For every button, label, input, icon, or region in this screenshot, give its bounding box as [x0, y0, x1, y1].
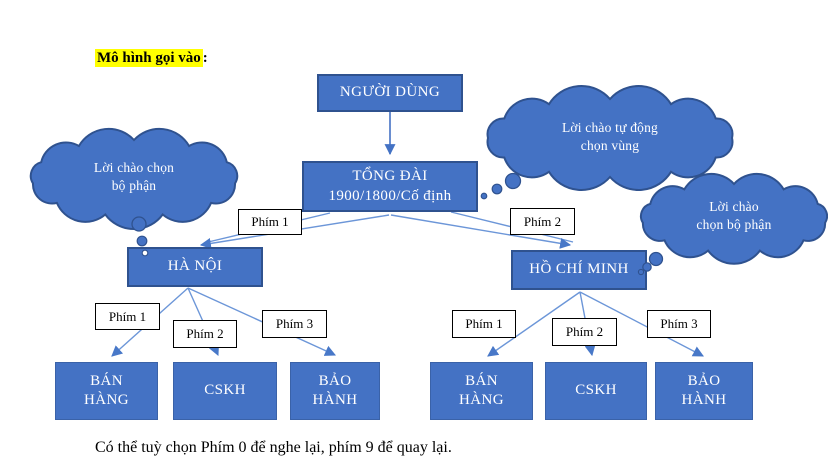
arrow-hochiminh-to-warranty: [579, 291, 704, 357]
node-warranty-hochiminh: BẢO HÀNH: [655, 362, 753, 420]
node-sales-hanoi: BÁN HÀNG: [55, 362, 158, 420]
cloud-caption-left: Lời chào chọn bộ phận: [93, 160, 175, 193]
key-label-left-3: Phím 3: [262, 310, 327, 338]
arrow-hanoi-to-warranty: [187, 287, 337, 356]
footnote: Có thể tuỳ chọn Phím 0 để nghe lại, phím…: [95, 439, 452, 456]
node-hanoi: HÀ NỘI: [127, 247, 263, 287]
node-hochiminh: HỒ CHÍ MINH: [511, 250, 647, 290]
key-label-right-3: Phím 3: [647, 310, 711, 338]
key-label-left-2: Phím 2: [173, 320, 237, 348]
node-switchboard: TỔNG ĐÀI 1900/1800/Cố định: [302, 161, 478, 212]
cloud-caption-top-right: Lời chào tự động chọn vùng: [561, 120, 658, 153]
thought-cloud-top-right: [486, 85, 734, 191]
page-title-colon: :: [202, 50, 208, 66]
key-label-branch-hochiminh: Phím 2: [510, 208, 575, 235]
node-user: NGƯỜI DÙNG: [317, 74, 463, 112]
page-title-highlight: Mô hình gọi vào: [95, 49, 203, 67]
key-label-right-1: Phím 1: [452, 310, 516, 338]
thought-cloud-right: [640, 172, 828, 265]
node-cskh-hochiminh: CSKH: [545, 362, 647, 420]
key-label-right-2: Phím 2: [552, 318, 617, 346]
page-title: Mô hình gọi vào:: [95, 49, 208, 67]
arrow-switchboard-to-hochiminh: [390, 214, 572, 249]
key-label-left-1: Phím 1: [95, 303, 160, 330]
cloud-caption-right: Lời chào chọn bộ phận: [696, 199, 772, 232]
node-warranty-hanoi: BẢO HÀNH: [290, 362, 380, 420]
node-sales-hochiminh: BÁN HÀNG: [430, 362, 533, 420]
node-cskh-hanoi: CSKH: [173, 362, 277, 420]
arrow-hochiminh-to-sales: [487, 291, 581, 357]
key-label-branch-hanoi: Phím 1: [238, 209, 302, 235]
